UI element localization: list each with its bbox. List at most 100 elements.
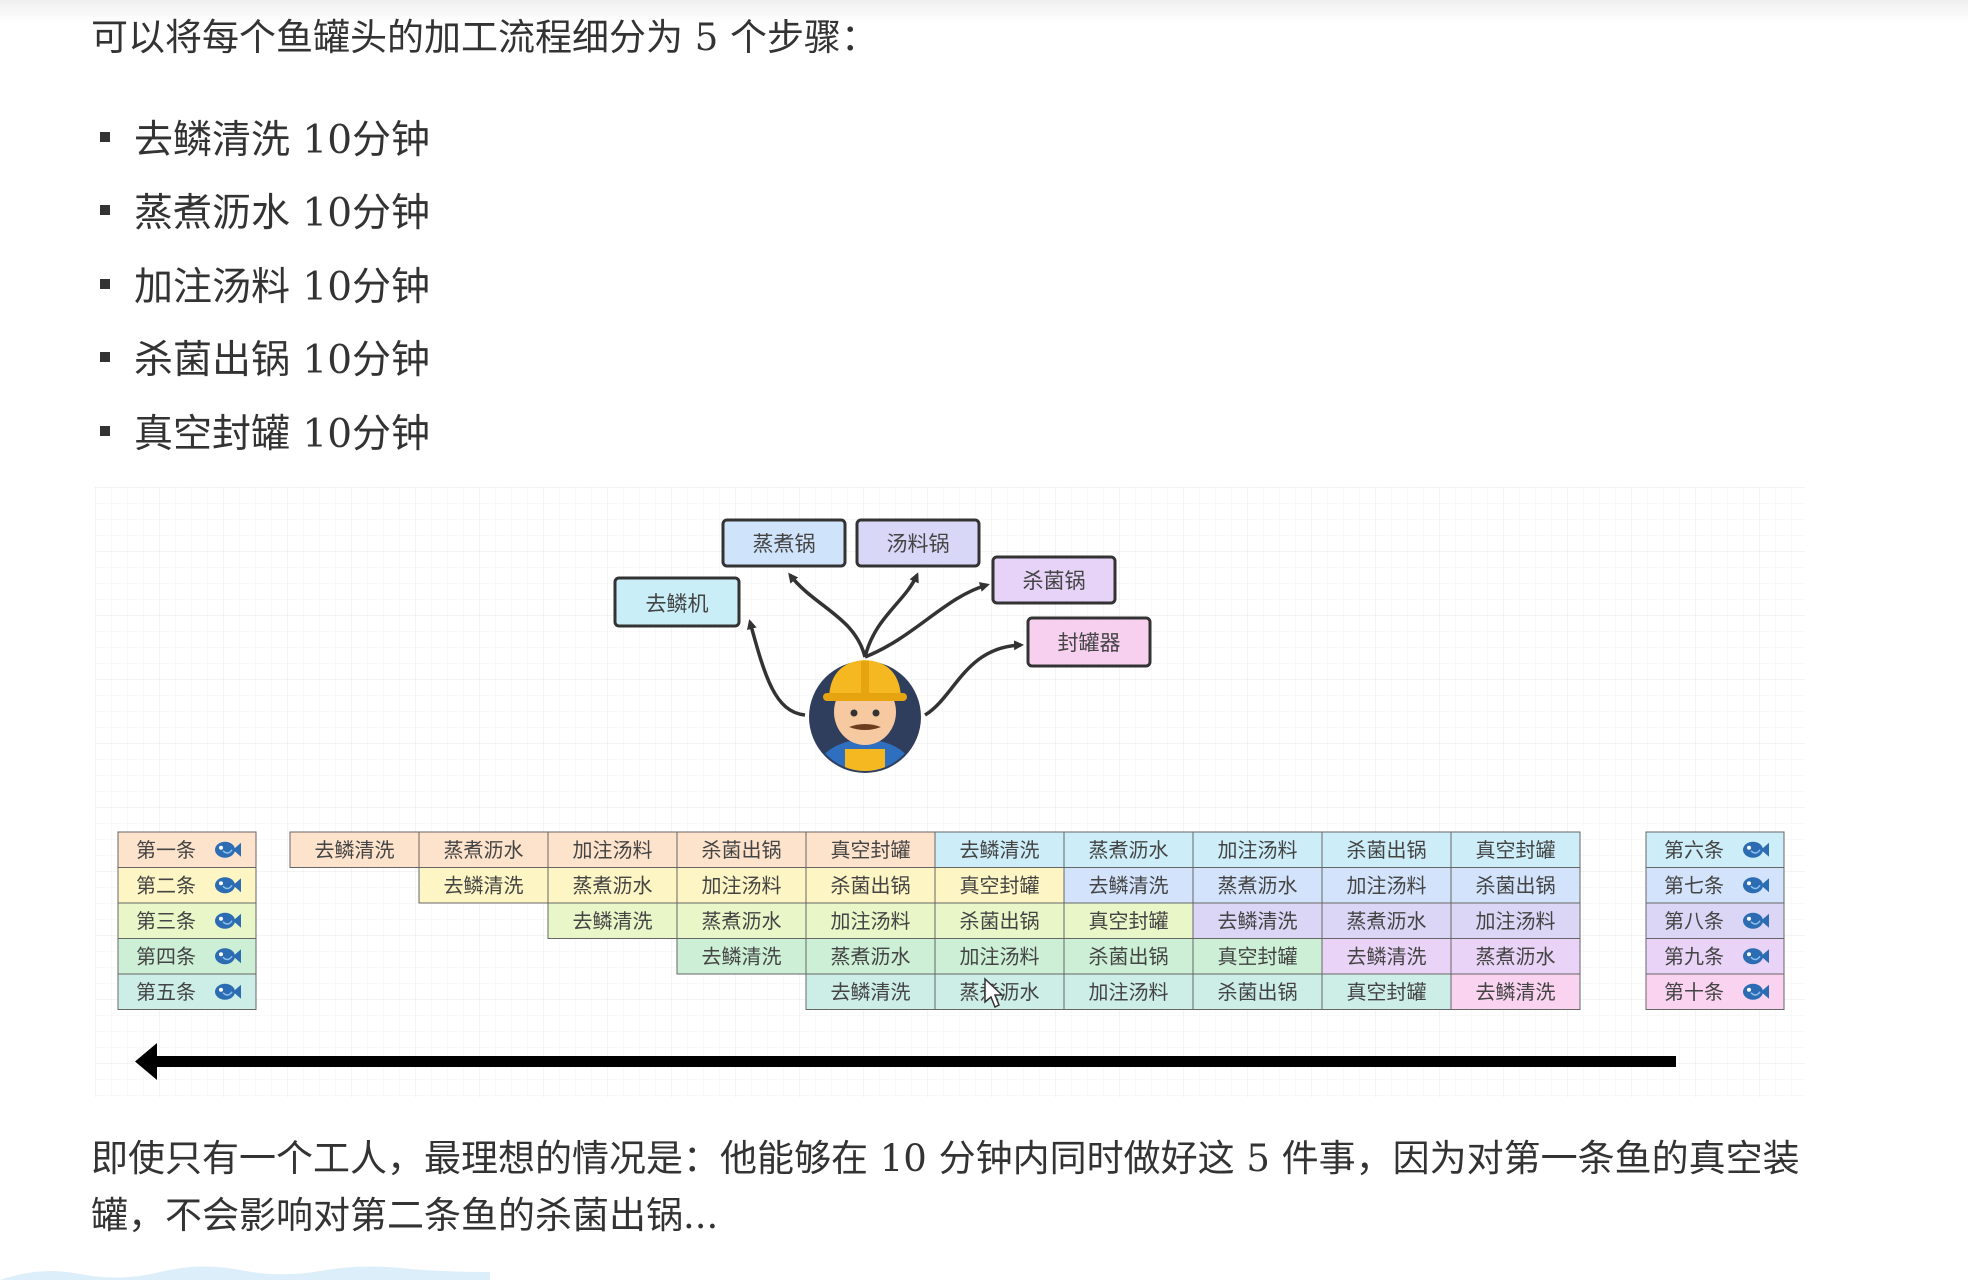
- pipeline-cell: 真空封罐: [1063, 902, 1194, 939]
- pipeline-cell: 杀菌出锅: [1450, 867, 1581, 904]
- bullet: [100, 131, 110, 142]
- machine-sterilizer: 杀菌锅: [991, 555, 1117, 605]
- machine-label: 封罐器: [1058, 631, 1121, 655]
- cell-label: 蒸煮沥水: [1476, 944, 1556, 968]
- cell-label: 杀菌出锅: [1218, 980, 1298, 1004]
- fish-label: 第一条: [136, 838, 196, 862]
- pipeline-cell: 去鳞清洗: [934, 831, 1065, 868]
- pipeline-cell: 真空封罐: [805, 831, 936, 868]
- fish-label: 第五条: [136, 980, 196, 1004]
- cell-label: 真空封罐: [1218, 944, 1298, 968]
- arrow-to-descaler: [747, 619, 806, 717]
- cell-label: 蒸煮沥水: [831, 944, 911, 968]
- cell-label: 蒸煮沥水: [444, 838, 524, 862]
- machine-box: [991, 555, 1117, 605]
- cell-label: 去鳞清洗: [1218, 909, 1298, 933]
- machine-descaler: 去鳞机: [613, 576, 741, 628]
- pipeline-cell: 去鳞清洗: [805, 973, 936, 1010]
- pipeline-cell: 蒸煮沥水: [805, 938, 936, 975]
- pipeline-cell: 蒸煮沥水: [1321, 902, 1452, 939]
- fish-label: 第八条: [1664, 909, 1724, 933]
- fish-icon: [215, 912, 241, 929]
- intro-text: 可以将每个鱼罐头的加工流程细分为 5 个步骤：: [91, 16, 879, 59]
- pipeline-cell: 加注汤料: [676, 867, 807, 904]
- machine-box: [855, 518, 981, 568]
- cell-label: 真空封罐: [1476, 838, 1556, 862]
- arrow-to-sealer: [924, 640, 1024, 717]
- pipeline-table: 第一条第二条第三条第四条第五条第六条第七条第八条第九条第十条去鳞清洗蒸煮沥水加注…: [117, 831, 1785, 1010]
- cell-label: 加注汤料: [573, 838, 653, 862]
- cell-label: 加注汤料: [1218, 838, 1298, 862]
- cell-label: 真空封罐: [1089, 909, 1169, 933]
- pipeline-cell: 杀菌出锅: [1321, 831, 1452, 868]
- step-text: 去鳞清洗 10分钟: [134, 117, 431, 163]
- pipeline-cell: 去鳞清洗: [289, 831, 420, 868]
- cell-label: 杀菌出锅: [1089, 944, 1169, 968]
- pipeline-cell: 真空封罐: [1192, 938, 1323, 975]
- pipeline-cell: 加注汤料: [1192, 831, 1323, 868]
- pipeline-cell: 去鳞清洗: [547, 902, 678, 939]
- pipeline-cell: 蒸煮沥水: [547, 867, 678, 904]
- cell-label: 去鳞清洗: [831, 980, 911, 1004]
- fish-label-left: 第三条: [117, 902, 257, 939]
- cell-label: 加注汤料: [831, 909, 911, 933]
- pipeline-cell: 加注汤料: [1321, 867, 1452, 904]
- pipeline-cell: 加注汤料: [934, 938, 1065, 975]
- fish-icon: [215, 948, 241, 965]
- arrow-to-soup-pot: [863, 572, 919, 658]
- fish-label-right: 第十条: [1645, 973, 1785, 1010]
- fish-icon: [1743, 841, 1769, 858]
- machine-sealer: 封罐器: [1026, 616, 1152, 668]
- pipeline-cell: 杀菌出锅: [1192, 973, 1323, 1010]
- cell-label: 杀菌出锅: [1347, 838, 1427, 862]
- step-item: 加注汤料 10分钟: [100, 247, 430, 321]
- cell-label: 去鳞清洗: [573, 909, 653, 933]
- pipeline-cell: 真空封罐: [934, 867, 1065, 904]
- cell-label: 蒸煮沥水: [1347, 909, 1427, 933]
- bullet: [100, 352, 110, 363]
- machine-box: [1026, 616, 1152, 668]
- cell-label: 去鳞清洗: [1476, 980, 1556, 1004]
- fish-label-left: 第二条: [117, 867, 257, 904]
- step-item: 蒸煮沥水 10分钟: [100, 174, 430, 248]
- mouse-cursor-icon: [984, 977, 1004, 1009]
- fish-label: 第七条: [1664, 873, 1724, 897]
- fish-icon: [1743, 983, 1769, 1000]
- pipeline-cell: 加注汤料: [805, 902, 936, 939]
- fish-label-left: 第四条: [117, 938, 257, 975]
- pipeline-cell: 杀菌出锅: [934, 902, 1065, 939]
- machine-label: 蒸煮锅: [753, 532, 816, 556]
- mustache: [849, 724, 881, 730]
- pipeline-cell: 加注汤料: [1450, 902, 1581, 939]
- cell-label: 加注汤料: [702, 873, 782, 897]
- outro-text: 即使只有一个工人，最理想的情况是：他能够在 10 分钟内同时做好这 5 件事，因…: [91, 1137, 1800, 1237]
- fish-label: 第二条: [136, 873, 196, 897]
- machine-label: 杀菌锅: [1023, 569, 1086, 593]
- cell-label: 蒸煮沥水: [1089, 838, 1169, 862]
- cell-label: 杀菌出锅: [960, 909, 1040, 933]
- step-item: 真空封罐 10分钟: [100, 394, 430, 468]
- cell-label: 加注汤料: [1476, 909, 1556, 933]
- pipeline-cell: 蒸煮沥水: [676, 902, 807, 939]
- bullet: [100, 425, 110, 436]
- pipeline-cell: 去鳞清洗: [1192, 902, 1323, 939]
- step-text: 加注汤料 10分钟: [134, 264, 431, 310]
- pipeline-cell: 杀菌出锅: [676, 831, 807, 868]
- machine-label: 去鳞机: [646, 592, 709, 616]
- cell-label: 真空封罐: [831, 838, 911, 862]
- step-text: 真空封罐 10分钟: [134, 411, 431, 457]
- fish-label: 第四条: [136, 944, 196, 968]
- cell-label: 去鳞清洗: [1347, 944, 1427, 968]
- pipeline-cell: 去鳞清洗: [1450, 973, 1581, 1010]
- bullet: [100, 205, 110, 216]
- fish-label-right: 第六条: [1645, 831, 1785, 868]
- machine-soup-pot: 汤料锅: [855, 518, 981, 568]
- pipeline-cell: 蒸煮沥水: [1450, 938, 1581, 975]
- pipeline-cell: 真空封罐: [1450, 831, 1581, 868]
- pipeline-cell: 去鳞清洗: [676, 938, 807, 975]
- fish-label-left: 第一条: [117, 831, 257, 868]
- cell-label: 去鳞清洗: [1089, 873, 1169, 897]
- machine-steamer: 蒸煮锅: [721, 518, 847, 568]
- pipeline-cell: 去鳞清洗: [1063, 867, 1194, 904]
